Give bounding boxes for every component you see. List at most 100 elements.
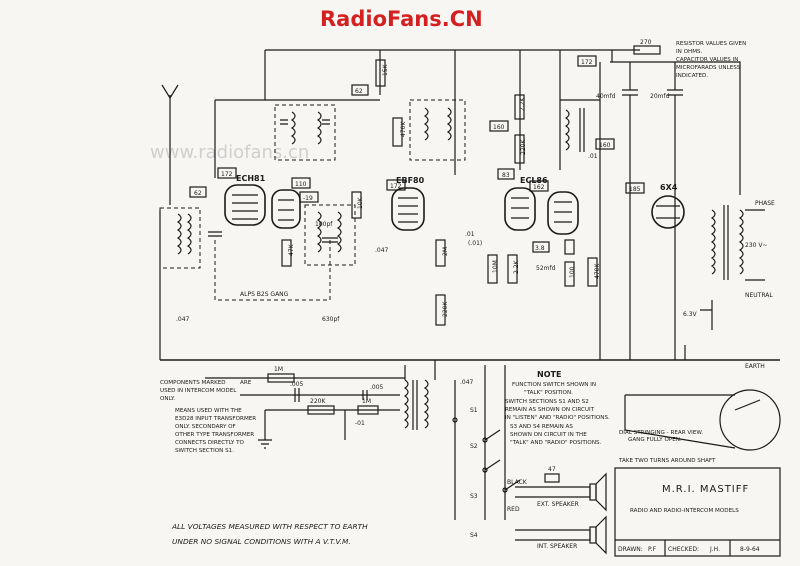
svg-text:.01: .01 (465, 231, 475, 238)
aerial-coil (159, 207, 201, 269)
svg-text:GANG FULLY OPEN.: GANG FULLY OPEN. (628, 437, 682, 443)
svg-text:220K: 220K (442, 301, 449, 317)
svg-text:IN "LISTEN" AND "RADIO" POSITI: IN "LISTEN" AND "RADIO" POSITIONS. (505, 415, 610, 421)
svg-text:.005: .005 (370, 384, 384, 391)
resistors-lower: 47K 10K 2M 220K 10M 2.2K 100 470K 2.2K 2… (281, 94, 601, 326)
function-switch-note: NOTE FUNCTION SWITCH SHOWN IN "TALK" POS… (505, 370, 610, 446)
intercom-network: .005 .005 220K 1M -01 .047 (240, 360, 474, 449)
svg-text:1M: 1M (362, 398, 371, 405)
svg-text:ALL VOLTAGES MEASURED WITH RES: ALL VOLTAGES MEASURED WITH RESPECT TO EA… (171, 522, 368, 531)
svg-text:EXT. SPEAKER: EXT. SPEAKER (537, 501, 579, 508)
title-block: M.R.I. MASTIFF RADIO AND RADIO-INTERCOM … (614, 467, 781, 557)
svg-text:220K: 220K (310, 398, 326, 405)
svg-text:CAPACITOR VALUES IN: CAPACITOR VALUES IN (676, 57, 738, 63)
svg-text:100pf: 100pf (315, 221, 333, 228)
svg-text:INT. SPEAKER: INT. SPEAKER (537, 543, 577, 550)
svg-text:470K: 470K (400, 121, 407, 137)
svg-text:20mfd: 20mfd (650, 93, 670, 100)
svg-text:630pf: 630pf (322, 316, 340, 323)
svg-text:SWITCH SECTIONS S1 AND S2: SWITCH SECTIONS S1 AND S2 (505, 399, 589, 405)
tube-ech81: ECH81 (224, 174, 266, 226)
svg-text:15K: 15K (382, 63, 389, 76)
svg-text:110: 110 (295, 181, 307, 188)
if-transformer-2 (409, 99, 466, 161)
svg-text:SHOWN ON CIRCUIT IN THE: SHOWN ON CIRCUIT IN THE (510, 432, 587, 438)
svg-text:6.3V: 6.3V (683, 311, 698, 318)
svg-text:MICROFARADS UNLESS: MICROFARADS UNLESS (676, 65, 741, 71)
svg-text:ECH81: ECH81 (236, 174, 266, 183)
svg-text:TAKE TWO TURNS AROUND SHAFT: TAKE TWO TURNS AROUND SHAFT (618, 458, 716, 464)
svg-text:SWITCH SECTION S1.: SWITCH SECTION S1. (175, 448, 234, 454)
svg-text:FUNCTION SWITCH SHOWN IN: FUNCTION SWITCH SHOWN IN (512, 382, 596, 388)
svg-text:172: 172 (581, 59, 593, 66)
svg-text:BLACK: BLACK (507, 479, 528, 486)
if-transformer-1 (274, 104, 336, 161)
svg-text:2.2K: 2.2K (519, 96, 526, 111)
svg-text:220K: 220K (520, 139, 527, 155)
svg-text:-01: -01 (355, 420, 365, 427)
oscillator-coil (304, 204, 356, 266)
tube-6x4: 6X4 (651, 183, 685, 229)
svg-text:.047: .047 (375, 247, 389, 254)
svg-text:S3 AND S4 REMAIN AS: S3 AND S4 REMAIN AS (510, 424, 573, 430)
svg-text:162: 162 (533, 184, 545, 191)
svg-text:10M: 10M (492, 260, 499, 273)
svg-text:10K: 10K (357, 196, 364, 209)
mains-transformer: PHASE 230 V~ NEUTRAL 6.3V EARTH (683, 200, 775, 370)
svg-text:S3: S3 (470, 493, 478, 500)
svg-text:172: 172 (221, 171, 233, 178)
svg-text:P.F: P.F (648, 546, 657, 553)
svg-text:.047: .047 (176, 316, 190, 323)
resistor-1m: 1M (205, 366, 405, 383)
svg-text:ONLY.: ONLY. (160, 396, 175, 402)
svg-text:UNDER NO SIGNAL CONDITIONS WIT: UNDER NO SIGNAL CONDITIONS WITH A V.T.V.… (172, 537, 351, 546)
svg-text:PHASE: PHASE (755, 200, 775, 207)
components-note: COMPONENTS MARKED ARE USED IN INTERCOM M… (160, 380, 256, 454)
svg-text:160: 160 (599, 142, 611, 149)
svg-text:100: 100 (569, 266, 576, 278)
svg-text:S4: S4 (470, 532, 478, 539)
svg-text:.047: .047 (460, 379, 474, 386)
svg-text:8-9-64: 8-9-64 (740, 546, 760, 553)
svg-text:CONNECTS DIRECTLY TO: CONNECTS DIRECTLY TO (175, 440, 245, 446)
svg-text:"TALK" AND "RADIO" POSITIONS.: "TALK" AND "RADIO" POSITIONS. (510, 440, 602, 446)
svg-text:ARE: ARE (240, 380, 252, 386)
svg-text:MEANS USED WITH THE: MEANS USED WITH THE (175, 408, 242, 414)
svg-text:185: 185 (629, 186, 641, 193)
svg-text:62: 62 (194, 190, 202, 197)
svg-text:"TALK" POSITION.: "TALK" POSITION. (524, 390, 573, 396)
svg-text:3.8: 3.8 (535, 245, 545, 252)
svg-text:62: 62 (355, 88, 363, 95)
svg-text:172: 172 (390, 183, 402, 190)
capacitor-labels: .047 .047 100pf 630pf (.01) 52mfd .01 .0… (176, 153, 598, 323)
svg-text:IN OHMS.: IN OHMS. (676, 49, 703, 55)
svg-text:REMAIN AS SHOWN ON CIRCUIT: REMAIN AS SHOWN ON CIRCUIT (505, 407, 595, 413)
svg-text:-19: -19 (303, 195, 313, 202)
svg-text:.005: .005 (290, 381, 304, 388)
svg-text:EBF80: EBF80 (396, 176, 425, 185)
footer-note: ALL VOLTAGES MEASURED WITH RESPECT TO EA… (171, 522, 368, 546)
filter-capacitors: 40mfd 20mfd (596, 89, 683, 360)
ext-speaker: EXT. SPEAKER BLACK RED 47 (507, 466, 607, 513)
svg-text:(.01): (.01) (468, 240, 482, 247)
svg-text:RED: RED (507, 506, 520, 513)
svg-text:270: 270 (640, 39, 652, 46)
voltage-tags: 172 62 110 -19 172 160 83 162 160 3.8 18… (189, 55, 645, 253)
tube-ebf80: EBF80 (391, 176, 425, 231)
function-switch: S1 S2 S3 S4 (452, 365, 521, 539)
svg-text:2.2K: 2.2K (513, 259, 520, 274)
svg-text:160: 160 (493, 124, 505, 131)
ht-supply-wiring (159, 49, 780, 361)
svg-text:CHECKED:: CHECKED: (668, 546, 699, 553)
int-speaker: INT. SPEAKER (515, 515, 607, 555)
svg-text:ALPS B2S GANG: ALPS B2S GANG (240, 291, 289, 298)
svg-text:83: 83 (502, 172, 510, 179)
svg-text:1M: 1M (274, 366, 283, 373)
svg-text:ONLY. SECONDARY OF: ONLY. SECONDARY OF (175, 424, 236, 430)
svg-text:DIAL STRINGING - REAR VIEW.: DIAL STRINGING - REAR VIEW. (619, 430, 703, 436)
values-note: RESISTOR VALUES GIVEN IN OHMS. CAPACITOR… (676, 41, 746, 79)
output-transformer (564, 108, 585, 152)
svg-text:EARTH: EARTH (745, 363, 765, 370)
